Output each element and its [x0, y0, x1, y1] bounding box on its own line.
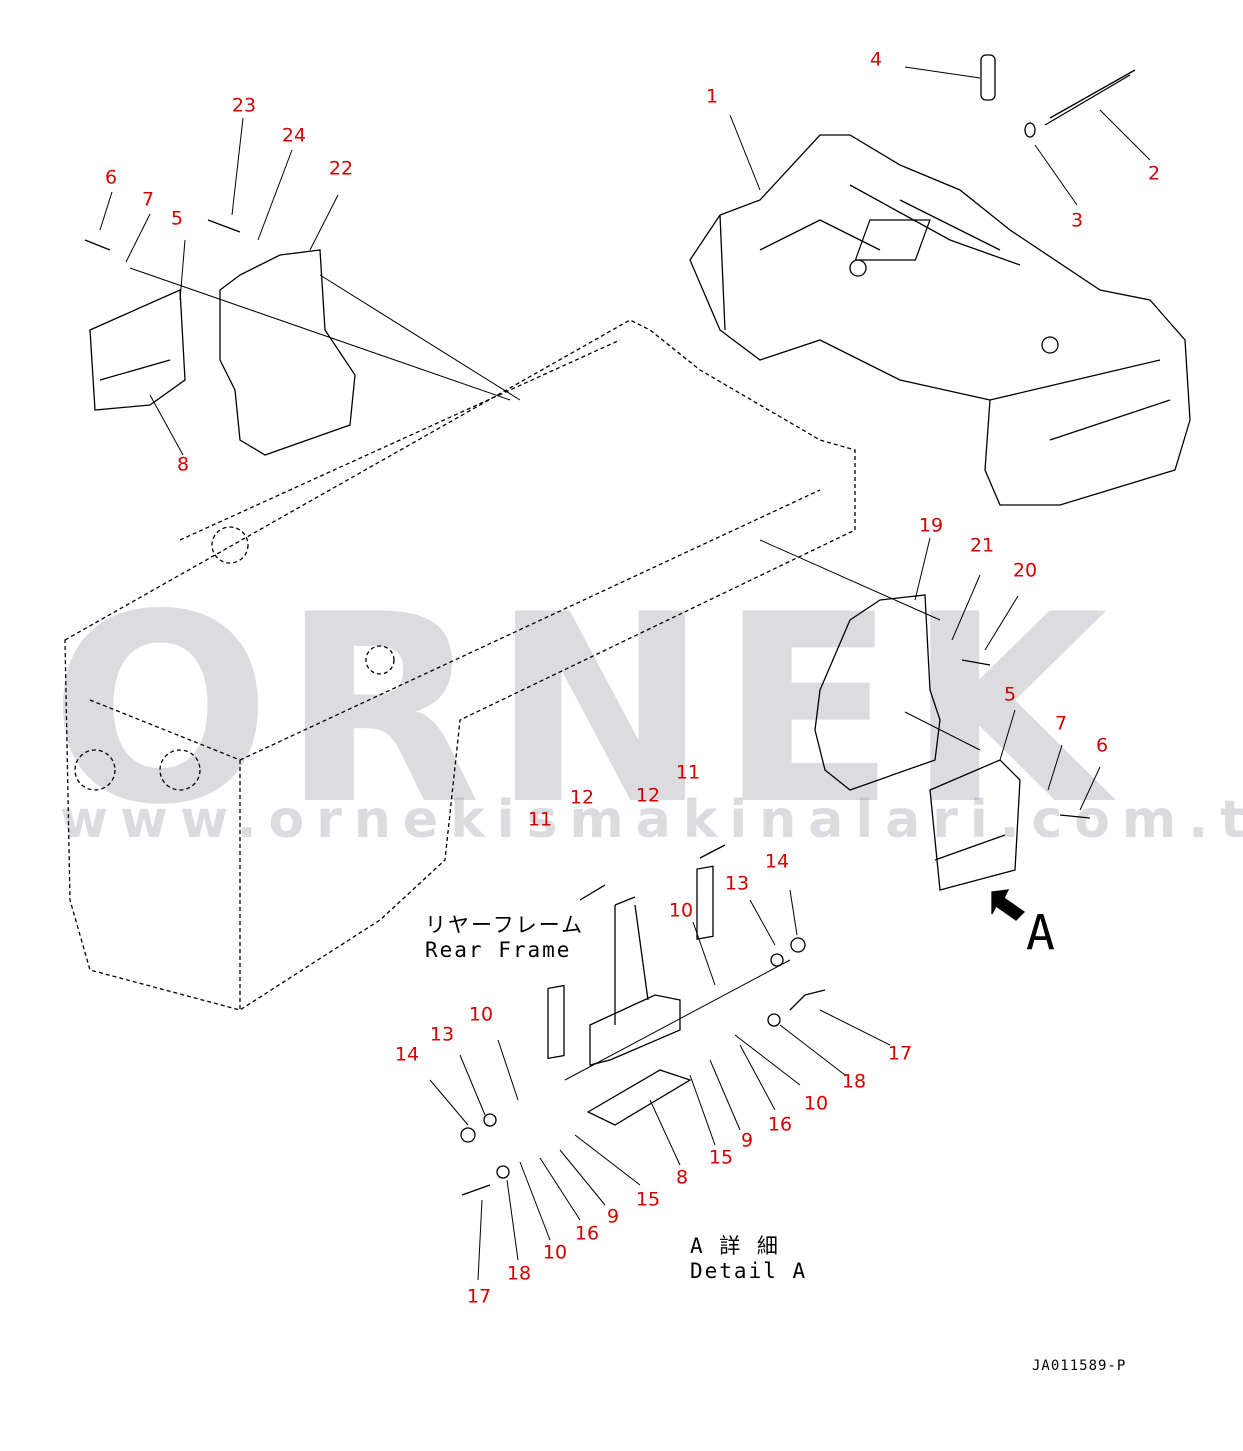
callout-7: 7 [1054, 712, 1068, 735]
callout-14: 14 [394, 1043, 420, 1066]
callout-5: 5 [1003, 683, 1017, 706]
callout-11: 11 [675, 761, 701, 784]
callout-17: 17 [887, 1042, 913, 1065]
callout-10: 10 [468, 1003, 494, 1026]
callout-6: 6 [1095, 734, 1109, 757]
callout-2: 2 [1147, 162, 1161, 185]
detail-a-label: A 詳 細 Detail A [690, 1234, 807, 1284]
rear-frame-label: リヤーフレーム Rear Frame [425, 913, 584, 963]
rear-frame-label-jp: リヤーフレーム [425, 913, 585, 937]
callout-3: 3 [1070, 209, 1084, 232]
callout-13: 13 [724, 872, 750, 895]
detail-a-label-en: Detail A [690, 1259, 808, 1283]
callout-11: 11 [527, 808, 553, 831]
view-arrow-icon [991, 889, 1026, 921]
callout-4: 4 [869, 48, 883, 71]
callout-13: 13 [429, 1023, 455, 1046]
callout-18: 18 [506, 1262, 532, 1285]
callout-12: 12 [569, 786, 595, 809]
callout-20: 20 [1012, 559, 1038, 582]
callout-7: 7 [141, 188, 155, 211]
callout-18: 18 [841, 1070, 867, 1093]
callout-12: 12 [635, 784, 661, 807]
pin-part [980, 54, 996, 101]
callout-14: 14 [764, 850, 790, 873]
view-letter-a: A [1026, 905, 1055, 961]
left-cover-part [219, 249, 356, 456]
step-plate-part [586, 1069, 692, 1126]
callout-22: 22 [328, 157, 354, 180]
callout-15: 15 [635, 1188, 661, 1211]
callout-21: 21 [969, 534, 995, 557]
callout-10: 10 [803, 1092, 829, 1115]
right-step-part [929, 759, 1021, 891]
callout-16: 16 [574, 1222, 600, 1245]
detail-a-parts [460, 844, 826, 1196]
leader-lines [99, 66, 1151, 1281]
drawing-number: JA011589-P [1032, 1358, 1127, 1374]
callout-24: 24 [281, 124, 307, 147]
callout-23: 23 [231, 94, 257, 117]
callout-19: 19 [918, 514, 944, 537]
callout-9: 9 [606, 1205, 620, 1228]
bracket-part [589, 994, 681, 1066]
callout-8: 8 [675, 1166, 689, 1189]
right-cover-part [814, 594, 941, 791]
callout-10: 10 [668, 899, 694, 922]
callout-5: 5 [170, 207, 184, 230]
callout-16: 16 [767, 1113, 793, 1136]
rear-frame-label-en: Rear Frame [425, 938, 572, 962]
callout-17: 17 [466, 1285, 492, 1308]
counterweight-part [689, 134, 1191, 506]
callout-1: 1 [705, 85, 719, 108]
callout-8: 8 [176, 453, 190, 476]
bolt-part [1044, 69, 1136, 126]
callout-15: 15 [708, 1146, 734, 1169]
rear-frame-part [64, 319, 856, 1011]
callout-9: 9 [740, 1129, 754, 1152]
callout-10: 10 [542, 1241, 568, 1264]
detail-a-label-jp: A 詳 細 [690, 1234, 780, 1258]
left-step-part [89, 289, 186, 411]
callout-6: 6 [104, 166, 118, 189]
watermark-url: www.ornekismakinalari.com.tr [60, 790, 1243, 850]
